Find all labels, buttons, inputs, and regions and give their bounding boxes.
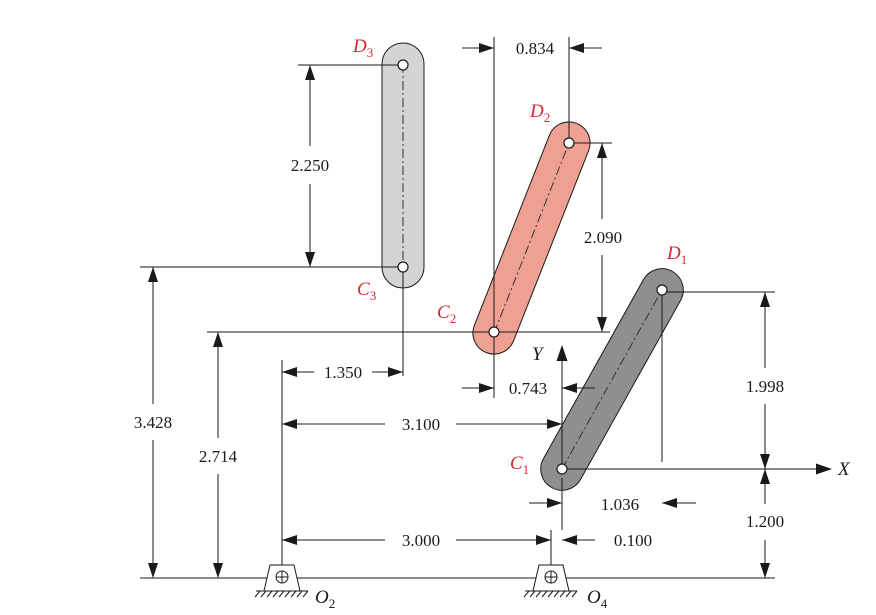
dim-1998: 1.998	[746, 377, 784, 396]
extension-lines	[140, 37, 775, 579]
pin-c1	[556, 463, 568, 475]
pin-c3	[397, 261, 409, 273]
link-position-2	[472, 121, 591, 355]
pin-holes	[397, 59, 668, 475]
dim-1200: 1.200	[746, 512, 784, 531]
dimension-labels: 0.834 2.250 2.090 1.350 0.743 1.998 3.42…	[134, 39, 784, 550]
dim-0100: 0.100	[614, 531, 652, 550]
pin-d1	[656, 284, 668, 296]
dim-1036: 1.036	[601, 495, 639, 514]
x-axis-label: X	[837, 459, 851, 480]
dim-3000: 3.000	[402, 531, 440, 550]
dim-3100: 3.100	[402, 415, 440, 434]
dim-0743: 0.743	[509, 379, 547, 398]
label-c1: C1	[510, 453, 529, 477]
point-labels: D3 D2 D1 C3 C2 C1	[352, 36, 687, 477]
ground-pivot-o4: O4	[523, 564, 608, 611]
label-d3: D3	[352, 36, 373, 60]
dim-3428: 3.428	[134, 413, 172, 432]
pin-d3	[397, 59, 409, 71]
label-o2: O2	[315, 587, 335, 611]
link-3-body	[381, 42, 425, 289]
dim-1350: 1.350	[324, 363, 362, 382]
dim-0834: 0.834	[516, 39, 555, 58]
label-o4: O4	[587, 587, 608, 611]
label-d1: D1	[666, 243, 687, 267]
pin-c2	[488, 326, 500, 338]
dimension-lines	[148, 43, 770, 578]
pin-d2	[563, 137, 575, 149]
label-c2: C2	[437, 302, 456, 326]
link-position-1	[540, 268, 684, 491]
axes: X Y	[532, 344, 851, 480]
link-position-3	[381, 42, 425, 289]
dim-2714: 2.714	[199, 447, 238, 466]
dim-2090: 2.090	[584, 228, 622, 247]
y-axis-label: Y	[532, 344, 545, 365]
label-d2: D2	[529, 101, 550, 125]
ground-pivot-o2: O2	[254, 564, 335, 611]
label-c3: C3	[357, 279, 376, 303]
dim-2250: 2.250	[291, 156, 329, 175]
